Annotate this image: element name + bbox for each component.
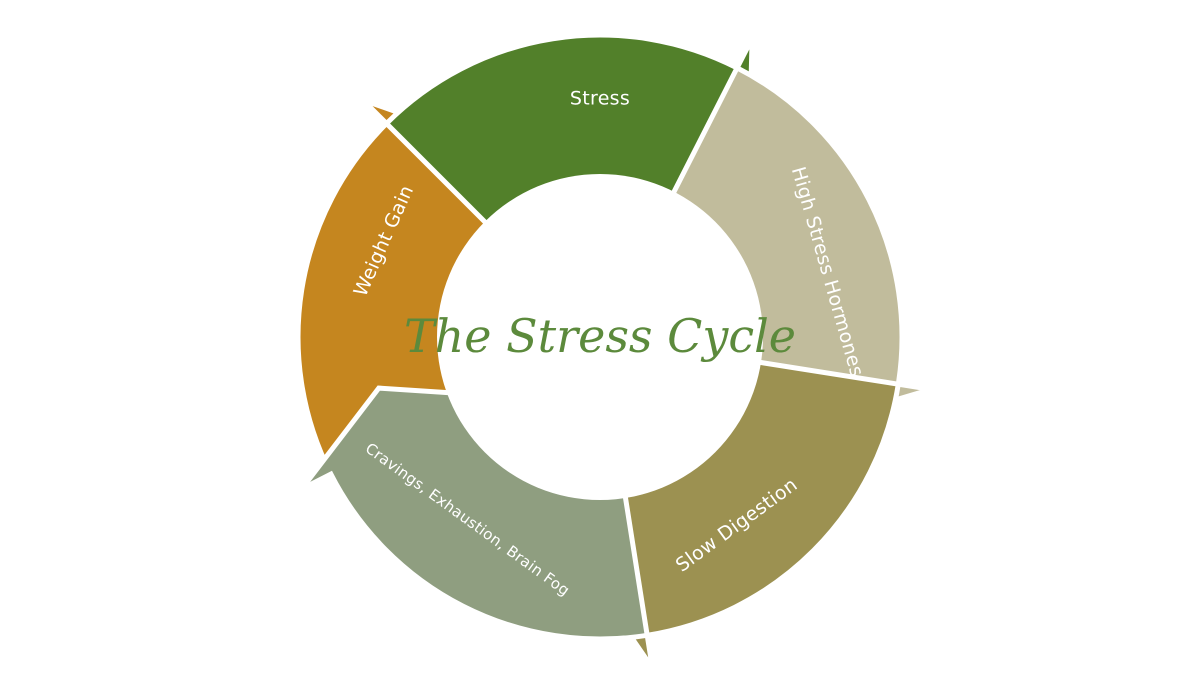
stage-label-stress: Stress (570, 88, 630, 110)
cycle-segments (295, 32, 932, 670)
center-circle (437, 174, 763, 500)
center-title: The Stress Cycle (404, 309, 796, 363)
